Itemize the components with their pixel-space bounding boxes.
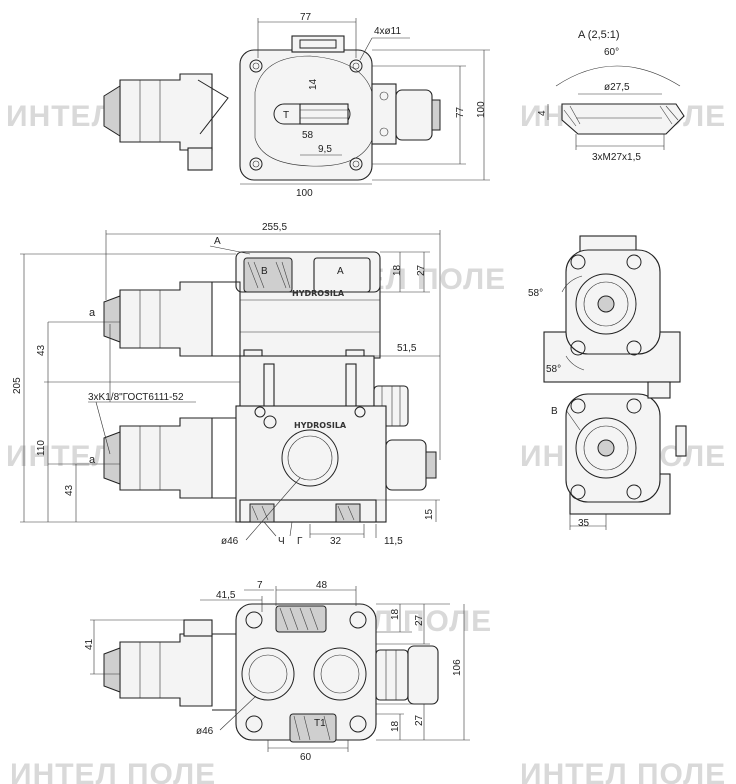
dim-41: 41: [84, 638, 95, 650]
side-view: 58° 58° B 35: [528, 235, 687, 530]
detail-thread-section: [561, 103, 685, 135]
hydrosila-logo-icon: [263, 415, 277, 429]
watermark-8: ИНТЕЛ ПОЛЕ: [520, 758, 726, 784]
bottom-port-t1: [289, 713, 337, 743]
dim-9-5: 9,5: [318, 144, 332, 155]
side-lower-port-icon: [597, 439, 615, 457]
dim-58: 58: [302, 130, 314, 141]
port-t-label: T: [283, 110, 289, 121]
watermark-7: ИНТЕЛ ПОЛЕ: [10, 758, 216, 784]
brand-lower: HYDROSILA: [294, 421, 347, 430]
dim-top-width: 77: [300, 12, 312, 23]
label-a-upper: a: [89, 307, 96, 319]
dim-27-top: 27: [414, 614, 425, 626]
solenoid-lower: [119, 417, 213, 499]
dim-holes: 4xø11: [374, 26, 401, 37]
dim-51-5: 51,5: [397, 343, 417, 354]
dim-32: 32: [330, 536, 342, 547]
dim-height-total: 205: [12, 377, 23, 394]
bottom-bore-right: [313, 647, 367, 701]
port-g-label: Г: [297, 536, 303, 547]
port-t1-label: T1: [314, 718, 326, 729]
dim-bottom-width: 100: [296, 188, 313, 199]
side-angle-upper: 58°: [528, 288, 543, 299]
dim-41-5: 41,5: [216, 590, 236, 601]
bore-circle: [281, 429, 339, 487]
dim-length: 255,5: [262, 222, 287, 233]
top-view: 77 4xø11 14 T 58 9,5 100 77 100: [103, 12, 490, 199]
brand-upper: HYDROSILA: [292, 289, 345, 298]
detail-height: 4: [537, 110, 548, 116]
port-ch-label: Ч: [278, 536, 285, 547]
detail-title: A (2,5:1): [578, 29, 620, 41]
detail-thread: 3xM27x1,5: [592, 152, 641, 163]
bolt-hole-icon: [249, 157, 263, 171]
front-view: HYDROSILA HYDROSILA 255,5 A B A 18 27 51…: [12, 222, 441, 547]
section-a-label: A: [214, 236, 221, 247]
dim-43-upper: 43: [36, 344, 47, 356]
bolt-hole-icon: [249, 59, 263, 73]
bottom-bore-left: [241, 647, 295, 701]
dim-43-lower: 43: [64, 484, 75, 496]
front-bore-label: ø46: [221, 536, 239, 547]
dim-110: 110: [36, 440, 47, 456]
dim-15: 15: [424, 508, 435, 520]
dim-48: 48: [316, 580, 328, 591]
bottom-port-top: [275, 605, 327, 633]
dim-height-outer: 100: [476, 101, 487, 118]
solenoid-cap: [103, 85, 121, 137]
side-port-b-label: B: [551, 406, 558, 417]
side-angle-lower: 58°: [546, 364, 561, 375]
solenoid-upper: [119, 281, 213, 357]
port-b-hatched: [243, 257, 293, 293]
bottom-bore-label: ø46: [196, 726, 214, 737]
dim-18-top: 18: [390, 608, 401, 620]
detail-diameter: ø27,5: [604, 82, 630, 93]
side-width: 35: [578, 518, 590, 529]
dim-height-inner: 77: [455, 106, 466, 118]
dim-14: 14: [308, 78, 319, 90]
solenoid-top-view: [119, 73, 213, 151]
bottom-view: 41,5 7 48 41 18 27 106 27 18 T1 ø46 60: [84, 580, 470, 763]
dim-27-bottom: 27: [414, 714, 425, 726]
detail-a: A (2,5:1) 60° ø27,5 3xM27x1,5 4: [537, 29, 685, 163]
dim-11-5: 11,5: [384, 536, 403, 547]
detail-angle: 60°: [604, 47, 619, 58]
dim-7: 7: [257, 580, 263, 591]
port-g-hatched: [335, 503, 361, 523]
dim-60: 60: [300, 752, 312, 763]
bottom-solenoid: [119, 633, 213, 707]
dim-27: 27: [416, 264, 427, 276]
side-upper-port-icon: [597, 295, 615, 313]
dim-106: 106: [452, 659, 463, 676]
dim-18-bottom: 18: [390, 720, 401, 732]
port-b-label: B: [261, 266, 268, 277]
thread-note: 3xK1/8"ГОСТ6111-52: [88, 392, 184, 403]
dim-18: 18: [392, 264, 403, 276]
label-a-lower: a: [89, 454, 96, 466]
port-a-label: A: [337, 266, 344, 277]
